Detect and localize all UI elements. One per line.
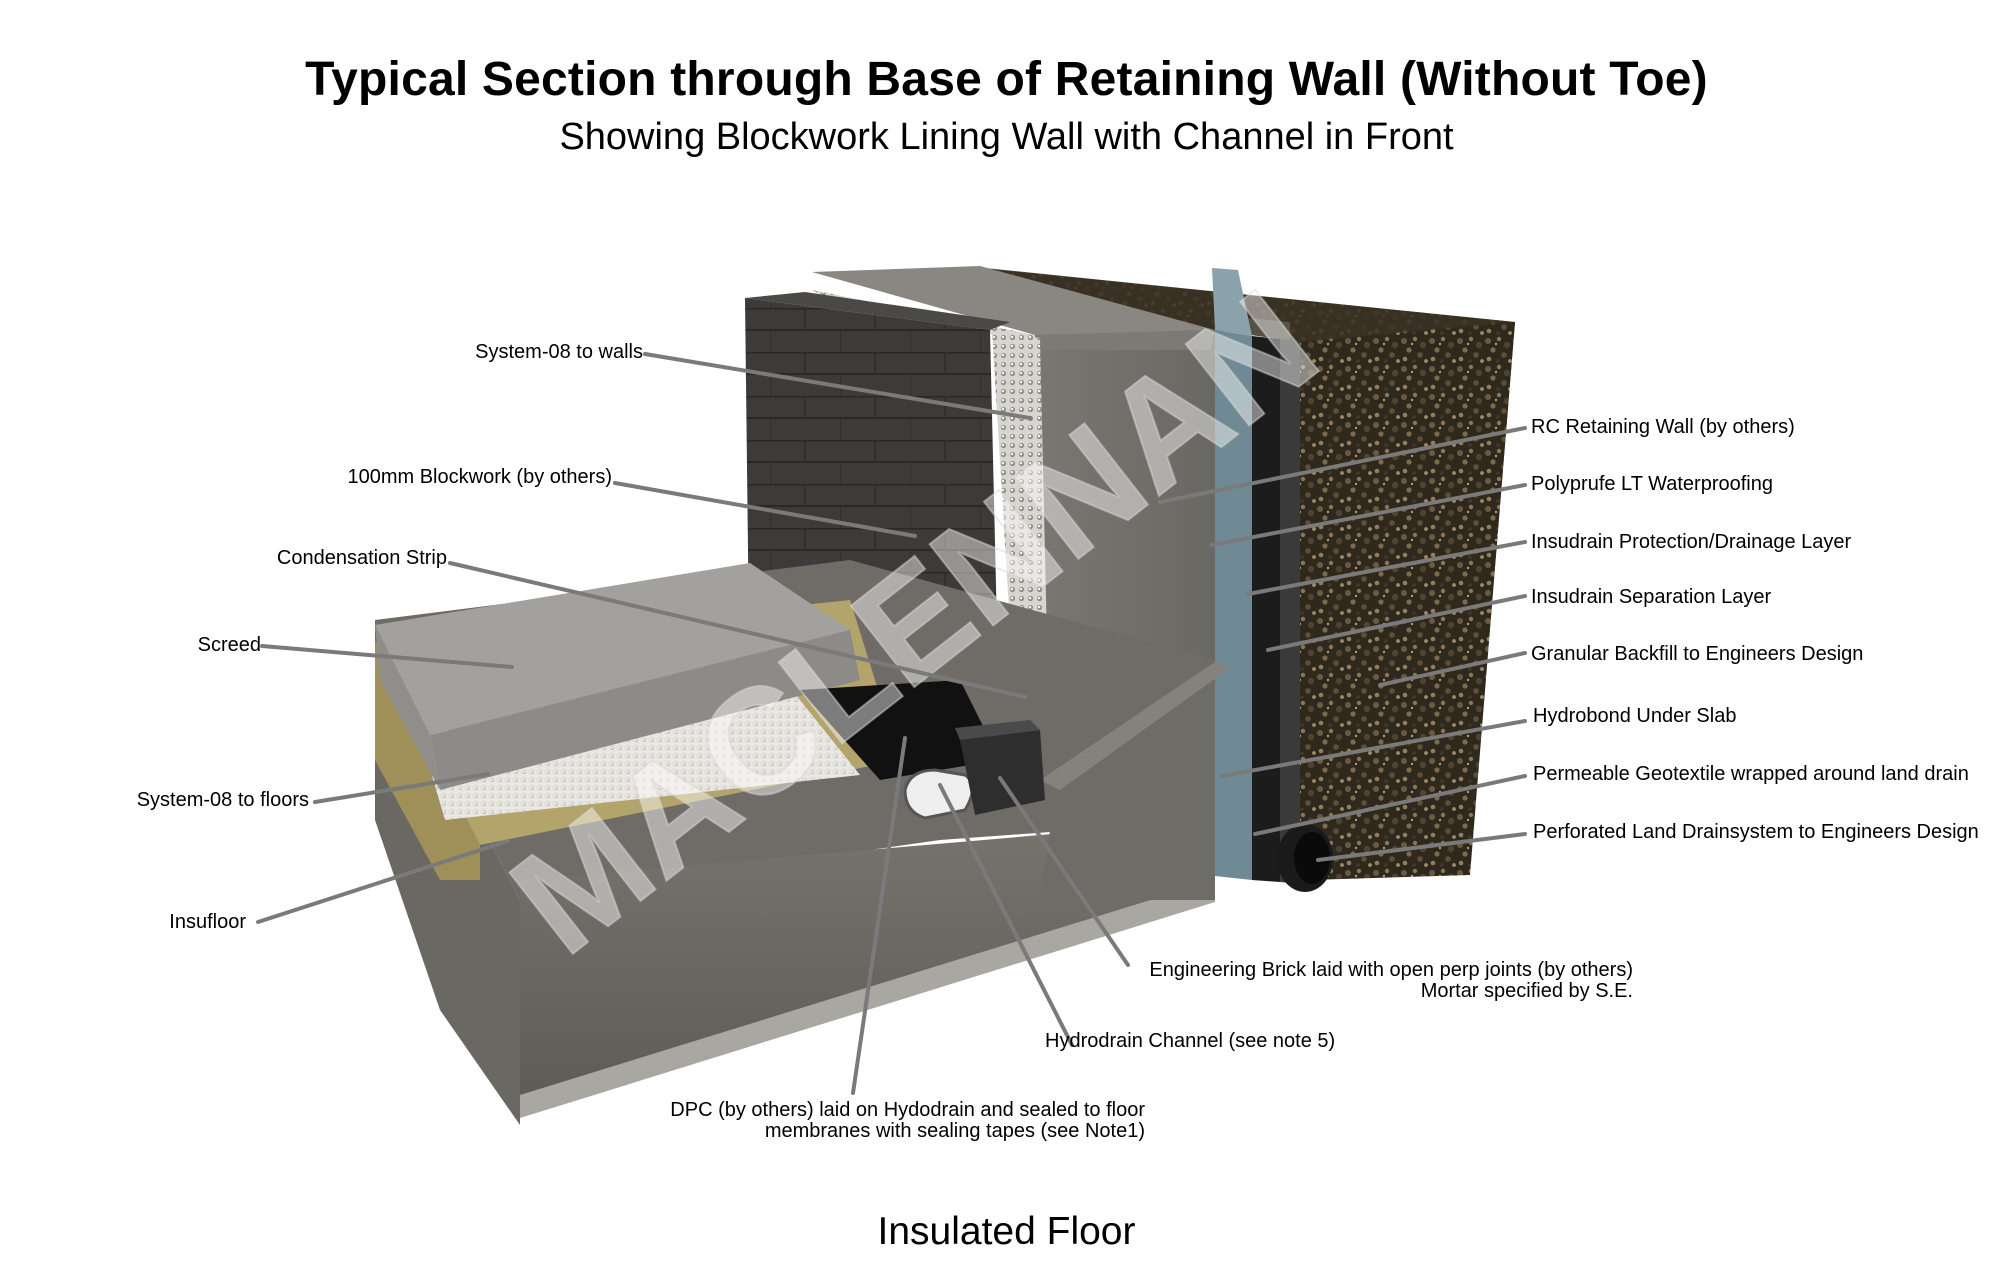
label-polyprufe: Polyprufe LT Waterproofing — [1531, 473, 1773, 495]
kerb-upstand — [1040, 660, 1215, 900]
system08-floor-membrane — [420, 675, 860, 820]
label-geotextile: Permeable Geotextile wrapped around land… — [1533, 763, 1969, 785]
leader-system08-floors — [313, 772, 490, 804]
leader-screed — [260, 644, 514, 669]
label-screed: Screed — [197, 634, 261, 656]
engineering-brick — [960, 730, 1045, 815]
leader-rc-wall — [1158, 426, 1527, 504]
leader-blockwork — [613, 481, 917, 538]
leader-system08-walls — [643, 352, 1032, 420]
label-engineering-brick: Engineering Brick laid with open perp jo… — [1149, 960, 1633, 1002]
leader-dpc — [851, 736, 907, 1095]
leader-geotextile — [1253, 774, 1527, 836]
label-hydrodrain-channel: Hydrodrain Channel (see note 5) — [1045, 1030, 1336, 1052]
label-hydrobond: Hydrobond Under Slab — [1533, 705, 1737, 727]
label-engineering-brick-line1: Engineering Brick laid with open perp jo… — [1149, 959, 1633, 981]
leader-granular-backfill — [1378, 651, 1527, 687]
diagram-title: Typical Section through Base of Retainin… — [305, 53, 1708, 106]
leader-insudrain-separation — [1266, 594, 1527, 652]
screed-front — [430, 630, 860, 790]
leader-polyprufe — [1210, 483, 1527, 547]
waterproofing-membrane — [1215, 330, 1252, 880]
dpc-membrane — [800, 680, 1000, 780]
label-condensation-strip: Condensation Strip — [276, 547, 447, 569]
screed-top — [375, 563, 850, 735]
insudrain-protection-layer — [1252, 336, 1280, 882]
label-dpc-line2: membranes with sealing tapes (see Note1) — [764, 1120, 1145, 1142]
label-rc-wall: RC Retaining Wall (by others) — [1531, 416, 1795, 438]
label-blockwork: 100mm Blockwork (by others) — [347, 466, 612, 488]
leader-lines — [256, 352, 1527, 1095]
label-insudrain-separation: Insudrain Separation Layer — [1531, 586, 1772, 608]
hydrodrain-channel — [903, 768, 974, 820]
diagram-caption: Insulated Floor — [877, 1210, 1136, 1253]
backfill-top — [985, 268, 1515, 342]
leader-engineering-brick — [998, 776, 1130, 967]
label-system08-floors: System-08 to floors — [136, 789, 309, 811]
leader-hydrobond — [1220, 719, 1527, 778]
blockwork-top — [745, 292, 1010, 330]
leader-insudrain-protection — [1246, 540, 1527, 596]
label-insudrain-protection: Insudrain Protection/Drainage Layer — [1531, 531, 1852, 553]
label-system08-walls: System-08 to walls — [475, 341, 643, 363]
rc-retaining-wall-top — [812, 266, 1215, 335]
label-granular-backfill: Granular Backfill to Engineers Design — [1531, 643, 1864, 665]
label-insufloor: Insufloor — [169, 911, 246, 933]
label-dpc-line1: DPC (by others) laid on Hydodrain and se… — [670, 1099, 1145, 1121]
screed-left-face — [375, 625, 440, 790]
diagram-subtitle: Showing Blockwork Lining Wall with Chann… — [559, 116, 1454, 158]
leader-condensation-strip — [448, 561, 1027, 699]
leader-insufloor — [256, 839, 510, 924]
label-dpc: DPC (by others) laid on Hydodrain and se… — [670, 1100, 1145, 1142]
label-engineering-brick-line2: Mortar specified by S.E. — [1420, 980, 1633, 1002]
rc-retaining-wall-front — [1035, 330, 1215, 660]
leader-land-drain — [1316, 832, 1527, 862]
label-land-drain: Perforated Land Drainsystem to Engineers… — [1533, 821, 1979, 843]
leader-hydrodrain-channel — [938, 783, 1074, 1047]
backfill-front — [1300, 322, 1515, 880]
